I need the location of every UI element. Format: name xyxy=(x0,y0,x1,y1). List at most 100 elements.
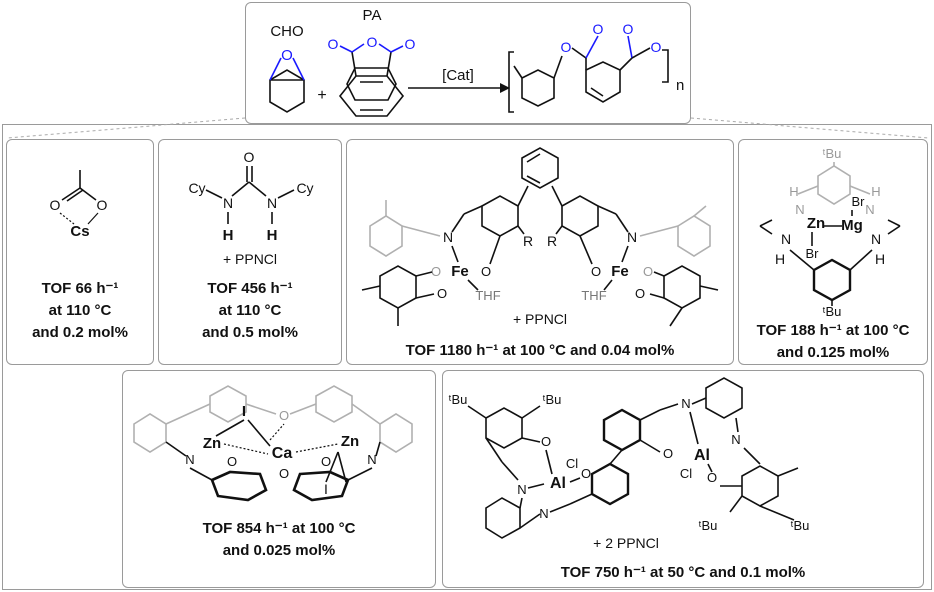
di-iron-structure: N N Fe Fe O O O O O O THF THF R R xyxy=(361,147,719,327)
znca-iodide-top: I xyxy=(242,403,246,420)
anhydride-structure: O O O PA xyxy=(328,7,416,117)
al-right-metal: Al xyxy=(694,447,710,464)
caption-znca-loading: and 0.025 mol% xyxy=(222,542,336,559)
al-right-o-2: O xyxy=(707,470,717,485)
urea-cocatalyst: + PPNCl xyxy=(223,251,277,267)
product-oxygen-1: O xyxy=(561,39,572,55)
epoxide-oxygen: O xyxy=(281,47,293,64)
caption-znca: TOF 854 h⁻¹ at 100 °C and 0.025 mol% xyxy=(122,518,436,562)
znmg-h-4: H xyxy=(875,251,885,267)
fe-left-oxygen-3: O xyxy=(437,286,447,301)
fe-cocatalyst: + PPNCl xyxy=(513,311,567,327)
fe-left-metal: Fe xyxy=(451,263,469,280)
fe-left-thf: THF xyxy=(475,288,500,303)
znmg-n-2: N xyxy=(865,202,874,217)
znmg-h-2: H xyxy=(871,184,880,199)
fe-right-oxygen-2: O xyxy=(643,264,653,279)
znca-n-left: N xyxy=(185,452,194,467)
znca-o-left: O xyxy=(227,454,237,469)
fe-left-nitrogen: N xyxy=(443,229,453,245)
urea-oxygen: O xyxy=(244,149,255,165)
cs-metal: Cs xyxy=(70,223,89,240)
caption-znmg-tof: TOF 188 h⁻¹ at 100 °C xyxy=(756,322,910,339)
znca-zn-right: Zn xyxy=(341,433,359,450)
caption-urea: TOF 456 h⁻¹ at 110 °C and 0.5 mol% xyxy=(158,278,342,344)
caption-cs-temp: at 110 °C xyxy=(48,302,112,319)
fe-left-r: R xyxy=(523,233,533,249)
al-tbu-4: ᵗBu xyxy=(791,518,810,533)
znca-zn-left: Zn xyxy=(203,435,221,452)
fe-left-oxygen-1: O xyxy=(481,264,491,279)
caption-cs: TOF 66 h⁻¹ at 110 °C and 0.2 mol% xyxy=(6,278,154,344)
catalyst-panel-fe xyxy=(346,139,734,365)
repeat-unit-n: n xyxy=(676,77,684,94)
znca-o-right: O xyxy=(321,454,331,469)
fe-left-oxygen-2: O xyxy=(431,264,441,279)
cs-oxygen-1: O xyxy=(50,197,61,213)
znca-o-mid: O xyxy=(279,466,289,481)
znmg-mg: Mg xyxy=(841,217,863,234)
al-left-n-2: N xyxy=(539,506,548,521)
al-left-cl: Cl xyxy=(566,456,578,471)
catalyst-panel-znmg xyxy=(738,139,928,365)
caption-al: TOF 750 h⁻¹ at 50 °C and 0.1 mol% xyxy=(442,562,924,584)
al-right-cl: Cl xyxy=(680,466,692,481)
product-oxygen-3: O xyxy=(623,21,634,37)
epoxide-structure: O CHO xyxy=(269,23,305,113)
al-left-o-1: O xyxy=(541,434,551,449)
caption-al-text: TOF 750 h⁻¹ at 50 °C and 0.1 mol% xyxy=(560,564,806,581)
anhydride-label: PA xyxy=(363,7,382,24)
zn-mg-structure: ᵗBu H H N N Zn Mg Br Br N N H H ᵗBu xyxy=(759,146,901,319)
al-left-metal: Al xyxy=(550,475,566,492)
znca-ca: Ca xyxy=(272,445,293,462)
anhydride-oxygen-left: O xyxy=(328,36,339,52)
al-left-n-1: N xyxy=(517,482,526,497)
caption-urea-tof: TOF 456 h⁻¹ xyxy=(207,280,293,297)
znmg-n-3: N xyxy=(781,231,791,247)
catalyst-label: [Cat] xyxy=(442,67,474,84)
al-tbu-3: ᵗBu xyxy=(699,518,718,533)
al-tbu-2: ᵗBu xyxy=(543,392,562,407)
caption-fe-text: TOF 1180 h⁻¹ at 100 °C and 0.04 mol% xyxy=(405,342,675,359)
anhydride-oxygen-ring: O xyxy=(367,34,378,50)
reaction-arrow: [Cat] xyxy=(408,67,510,93)
di-aluminum-structure: ᵗBu ᵗBu O N Al Cl O N N O Al Cl xyxy=(449,377,810,551)
znmg-h-3: H xyxy=(775,251,785,267)
al-right-n-1: N xyxy=(681,396,690,411)
znmg-br-bottom: Br xyxy=(806,246,820,261)
fe-right-thf: THF xyxy=(581,288,606,303)
catalyst-frame xyxy=(2,124,932,590)
znmg-tbu-top: ᵗBu xyxy=(823,146,842,161)
caption-fe: TOF 1180 h⁻¹ at 100 °C and 0.04 mol% xyxy=(346,340,734,362)
urea-n-right: N xyxy=(267,195,277,211)
al-cocatalyst: + 2 PPNCl xyxy=(593,535,659,551)
caption-urea-loading: and 0.5 mol% xyxy=(202,324,298,341)
znca-iodide-bottom: I xyxy=(324,481,328,497)
zn-ca-structure: O I Zn Zn Ca N N O O O I xyxy=(133,385,413,502)
znca-n-right: N xyxy=(367,452,376,467)
fe-right-oxygen-3: O xyxy=(635,286,645,301)
catalyst-panel-znca xyxy=(122,370,436,588)
cs-oxygen-2: O xyxy=(97,197,108,213)
fe-right-oxygen-1: O xyxy=(591,264,601,279)
al-right-o-1: O xyxy=(663,446,673,461)
znmg-br-top: Br xyxy=(852,194,866,209)
urea-h-right: H xyxy=(267,227,278,244)
product-oxygen-4: O xyxy=(651,39,662,55)
caption-urea-temp: at 110 °C xyxy=(218,302,282,319)
znmg-tbu-bottom: ᵗBu xyxy=(823,304,842,319)
caption-cs-tof: TOF 66 h⁻¹ xyxy=(41,280,119,297)
catalyst-panel-urea xyxy=(158,139,342,365)
znmg-h-1: H xyxy=(789,184,798,199)
urea-h-left: H xyxy=(223,227,234,244)
urea-structure: O N N Cy Cy H H + PPNCl xyxy=(188,149,313,267)
fe-right-nitrogen: N xyxy=(627,229,637,245)
anhydride-oxygen-right: O xyxy=(405,36,416,52)
znmg-n-4: N xyxy=(871,231,881,247)
product-oxygen-2: O xyxy=(593,21,604,37)
al-right-n-2: N xyxy=(731,432,740,447)
caption-znca-tof: TOF 854 h⁻¹ at 100 °C xyxy=(202,520,356,537)
znmg-zn: Zn xyxy=(807,215,825,232)
urea-cy-left: Cy xyxy=(188,180,205,196)
